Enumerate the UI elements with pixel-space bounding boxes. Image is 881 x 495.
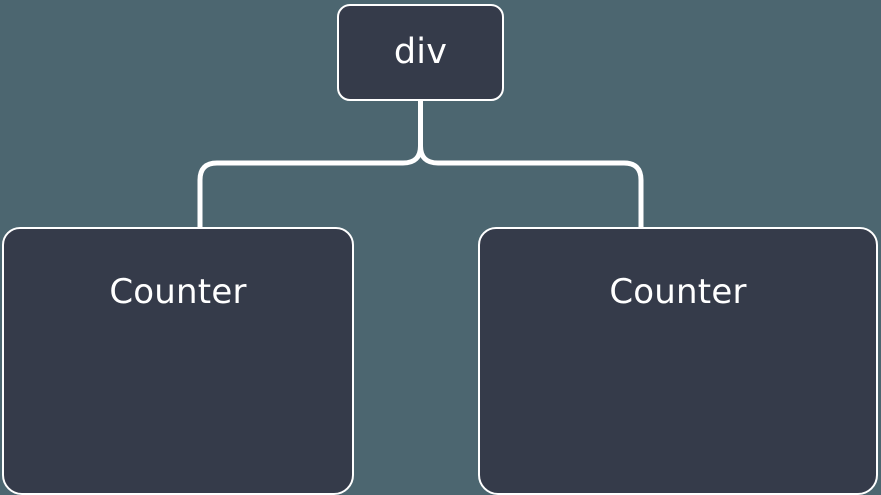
node-root-div[interactable]: div bbox=[337, 4, 504, 101]
connector-left bbox=[197, 143, 423, 230]
node-title-right: Counter bbox=[609, 272, 747, 312]
connector-right bbox=[418, 143, 644, 230]
node-counter-left[interactable]: Counter count 0 bbox=[2, 227, 354, 495]
node-title-left: Counter bbox=[109, 272, 247, 312]
node-root-label: div bbox=[393, 32, 448, 72]
node-counter-right[interactable]: Counter count 1 bbox=[478, 227, 878, 495]
